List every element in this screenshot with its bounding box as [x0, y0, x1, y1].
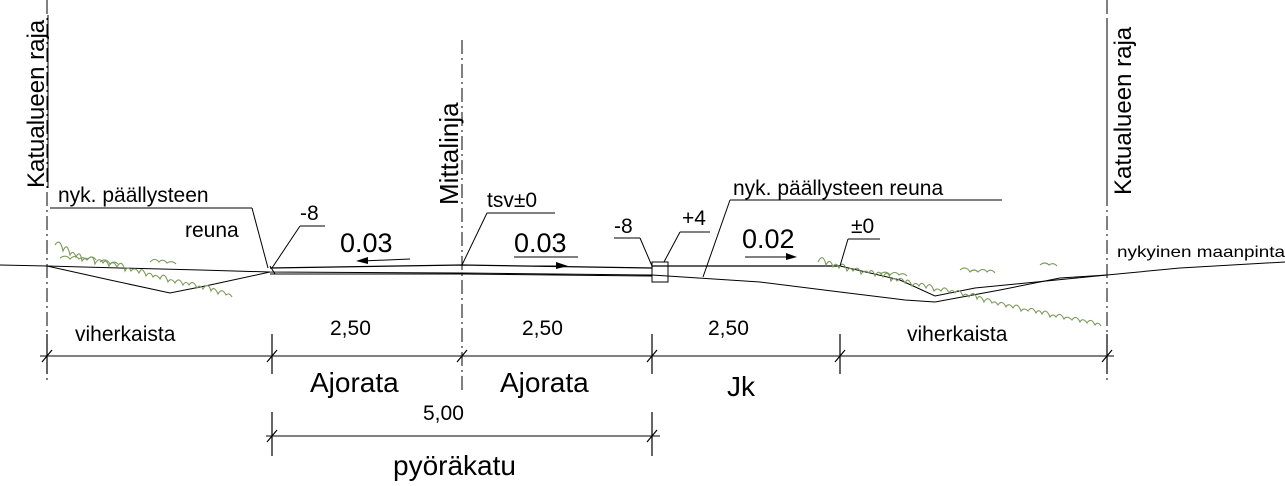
- pavement-bottom: [270, 273, 653, 277]
- left-grass-2: [59, 255, 177, 265]
- pavement-edge-right-label: nyk. päällysteen reuna: [733, 177, 943, 200]
- total-tick-left-slash: [266, 429, 278, 443]
- dim-tick-right-edge-slash: [834, 349, 846, 363]
- level-curb-top: +4: [682, 207, 706, 230]
- pavement-edge-left-leader: [251, 207, 269, 269]
- section-bike-street: pyöräkatu: [393, 450, 516, 481]
- tsv-label: tsv±0: [487, 189, 537, 212]
- centerline-label: Mittalinja: [434, 102, 464, 205]
- total-tick-right-slash: [646, 429, 658, 443]
- level-curb-left-leader: [639, 237, 653, 267]
- existing-ground-label: nykyinen maanpinta: [1117, 244, 1285, 261]
- dim-walkway: 2,50: [708, 317, 749, 340]
- right-grass: [817, 257, 1102, 327]
- left-ditch: [46, 265, 271, 294]
- slope-walkway: 0.02: [742, 224, 795, 254]
- right-ditch: [839, 265, 1108, 297]
- tsv-leader: [461, 212, 488, 266]
- right-grass-2: [879, 262, 1058, 277]
- dim-lane-right: 2,50: [522, 317, 563, 340]
- pavement-edge-left-label-1: nyk. päällysteen: [58, 184, 209, 207]
- section-walkway: Jk: [727, 371, 756, 402]
- dim-green-left: viherkaista: [75, 323, 176, 346]
- slope-left-arrowhead: [356, 257, 368, 264]
- level-right-edge-leader: [839, 238, 849, 267]
- level-left-edge: -8: [300, 202, 319, 225]
- slope-right-lane: 0.03: [514, 228, 567, 258]
- dim-tick-centerline-slash: [456, 349, 468, 363]
- dim-total: 5,00: [423, 402, 464, 425]
- right-boundary-label: Katualueen raja: [1110, 26, 1137, 195]
- dimension-ticks: [41, 334, 1113, 374]
- pavement-edge-right-leader: [702, 199, 731, 278]
- left-edge-tick: [269, 265, 276, 275]
- level-right-edge: ±0: [851, 215, 874, 238]
- dim-lane-left: 2,50: [330, 317, 371, 340]
- level-curb-left: -8: [614, 215, 633, 238]
- slope-walkway-arrowhead: [786, 253, 797, 260]
- level-left-edge-leader: [271, 225, 301, 269]
- total-dimension-ticks: [266, 412, 658, 456]
- slope-left-lane: 0.03: [340, 228, 393, 258]
- slope-right-arrowhead: [556, 262, 568, 269]
- dim-tick-left-edge-slash: [266, 349, 278, 363]
- dim-tick-curb-slash: [646, 349, 658, 363]
- pavement-edge-left-label-2: reuna: [185, 219, 239, 242]
- section-carriageway-right: Ajorata: [500, 367, 589, 398]
- left-grass: [54, 241, 233, 298]
- section-carriageway-left: Ajorata: [310, 367, 399, 398]
- curb: [651, 261, 669, 283]
- dim-green-right: viherkaista: [907, 323, 1008, 346]
- existing-ground-line: [0, 261, 1285, 303]
- slope-left-arrow-line: [361, 258, 411, 262]
- left-boundary-label: Katualueen raja: [23, 19, 50, 188]
- level-curb-top-leader: [663, 231, 681, 263]
- dim-tick-left-boundary-slash: [41, 349, 53, 363]
- dim-tick-right-boundary-slash: [1101, 349, 1113, 363]
